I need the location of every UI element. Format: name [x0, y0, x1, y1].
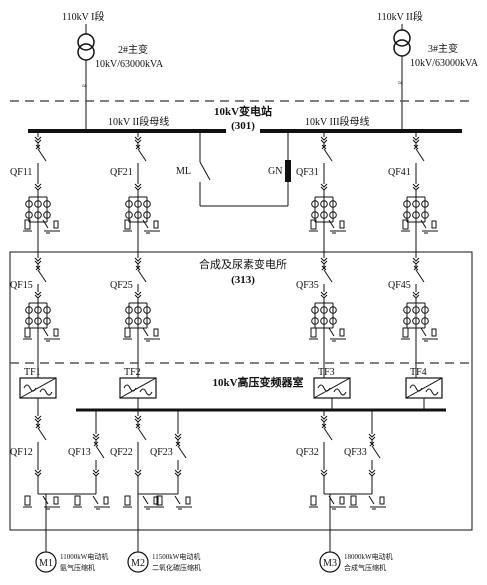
lower-breaker-label: QF12 [10, 447, 33, 458]
transformer-2-feed-label: 110kV I段 [62, 10, 105, 23]
lower-breaker-label: QF22 [110, 447, 133, 458]
motor-duty: 氨气压缩机 [60, 563, 95, 572]
vfds: TF1 TF2 TF3 TF4 [19, 367, 443, 410]
transformer-3: 110kV II段 3#主变 10kV/63000kVA ≈ [377, 10, 479, 130]
transformer-2-rating: 10kV/63000kVA [95, 59, 164, 70]
middle-breaker-label: QF45 [388, 280, 411, 291]
tie-ml-label: ML [176, 166, 191, 177]
substation-code: (301) [231, 120, 255, 132]
vfd-unit: TF4 [405, 367, 443, 410]
middle-breaker-label: QF15 [10, 280, 33, 291]
building-title: 合成及尿素变电所 [199, 257, 287, 271]
upper-feeders: QF11 QF21 QF31 QF41 [10, 131, 438, 252]
transformer-3-rating: 10kV/63000kVA [410, 58, 479, 69]
bus-ii-label: 10kV II段母线 [108, 115, 169, 128]
vfd-room-title: 10kV高压变频器室 [212, 375, 303, 389]
vfd-label: TF2 [124, 367, 141, 378]
lower-breaker-label: QF23 [150, 447, 173, 458]
motor-duty: 二氧化碳压缩机 [152, 563, 201, 572]
motor-rating: 18000kW电动机 [344, 552, 393, 561]
bus-tie: ML GN [176, 131, 291, 207]
upper-breaker-label: QF41 [388, 167, 411, 178]
vfd-unit: TF3 [313, 367, 351, 410]
building-code: (313) [231, 274, 255, 286]
middle-breaker-label: QF25 [110, 280, 133, 291]
motor-tag: M1 [39, 558, 53, 569]
building-box [9, 251, 473, 531]
tie-gn-label: GN [268, 166, 282, 177]
vfd-unit: TF1 [19, 367, 57, 410]
motor-rating: 11500kW电动机 [152, 552, 200, 561]
lower-breaker-label: QF33 [344, 447, 367, 458]
lower-breaker-label: QF13 [68, 447, 91, 458]
upper-breaker-label: QF21 [110, 167, 133, 178]
lower-breaker-label: QF32 [296, 447, 319, 458]
vfd-label: TF4 [410, 367, 427, 378]
middle-breaker-label: QF35 [296, 280, 319, 291]
svg-text:≈: ≈ [398, 79, 402, 87]
transformer-2-name: 2#主变 [118, 43, 148, 56]
upper-breaker-label: QF31 [296, 167, 319, 178]
motor-tag: M2 [131, 558, 145, 569]
transformer-3-name: 3#主变 [428, 42, 458, 55]
vfd-unit: TF2 [119, 367, 157, 410]
transformer-2: 110kV I段 2#主变 10kV/63000kVA ≈ [62, 10, 164, 130]
lower-feeders: QF12 QF13 QF22 QF23 QF32 QF33 [10, 410, 386, 510]
substation-title: 10kV变电站 [214, 104, 272, 118]
middle-feeders: QF15 QF25 QF35 QF45 [10, 252, 438, 378]
bus-iii-label: 10kV III段母线 [305, 115, 370, 128]
transformer-3-feed-label: 110kV II段 [377, 10, 423, 23]
svg-text:≈: ≈ [82, 82, 86, 90]
motor-rating: 11000kW电动机 [60, 552, 108, 561]
upper-breaker-label: QF11 [10, 167, 32, 178]
motor-tag: M3 [323, 558, 337, 569]
vfd-label: TF1 [24, 367, 41, 378]
vfd-label: TF3 [318, 367, 335, 378]
motor-duty: 合成气压缩机 [344, 563, 386, 572]
